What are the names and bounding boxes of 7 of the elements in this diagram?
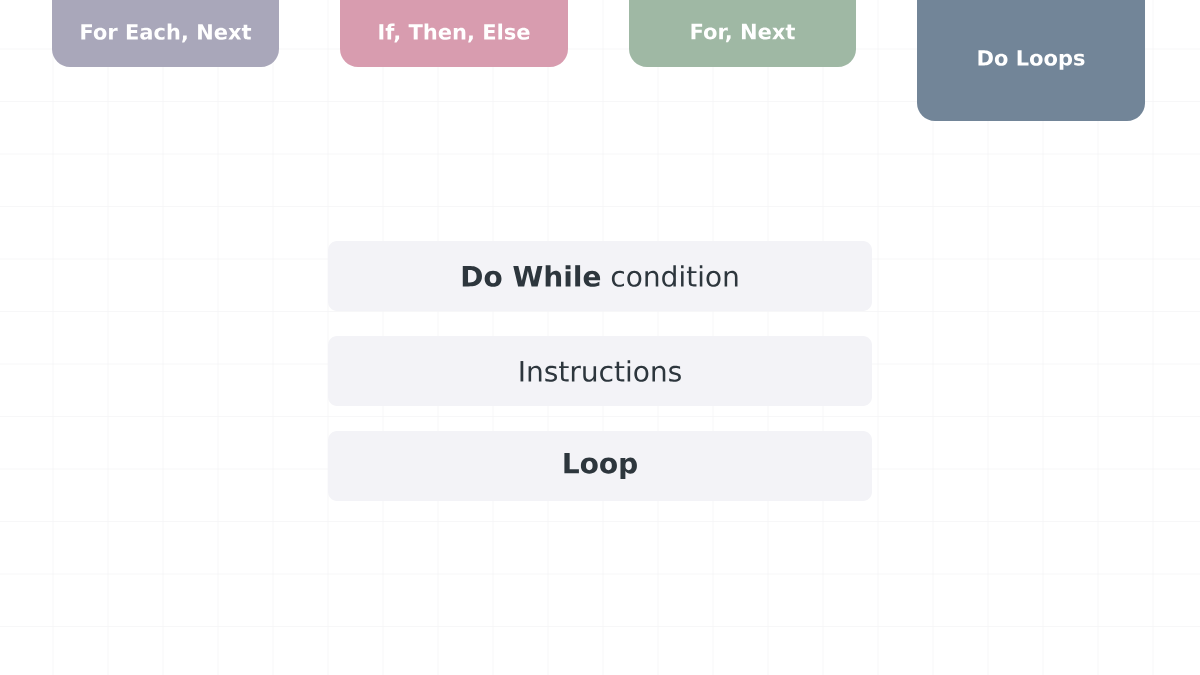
tab-box: If, Then, Else bbox=[340, 0, 568, 67]
statement-box: Do While condition bbox=[328, 241, 872, 311]
tab-box: Do Loops bbox=[917, 0, 1145, 121]
tab-box: For Each, Next bbox=[52, 0, 279, 67]
statement-box: Instructions bbox=[328, 336, 872, 406]
statement-box: Loop bbox=[328, 431, 872, 501]
tab-box: For, Next bbox=[629, 0, 856, 67]
